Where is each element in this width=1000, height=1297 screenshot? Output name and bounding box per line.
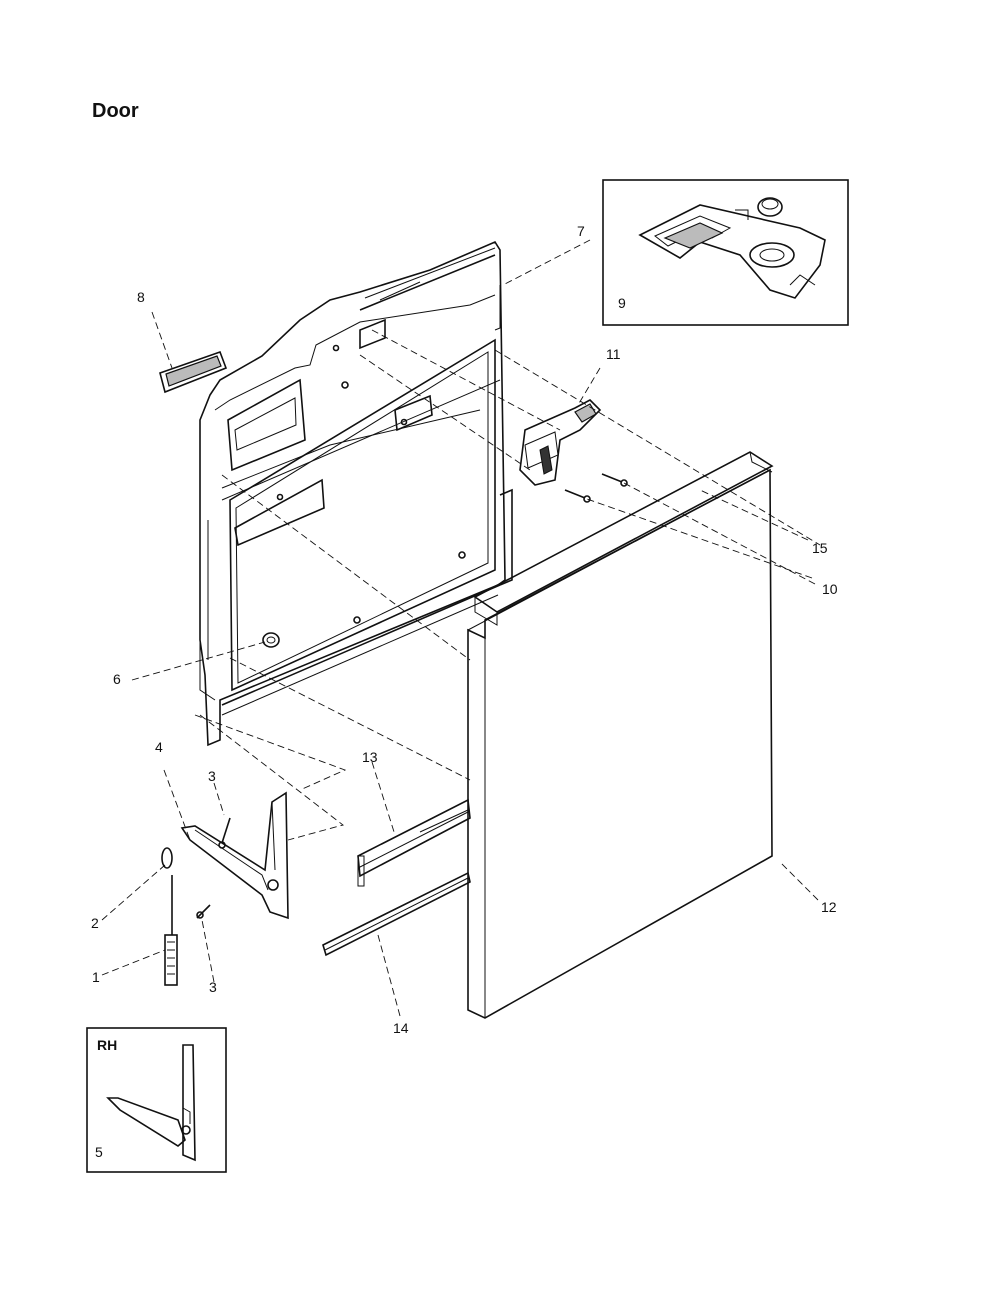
- callout-7: 7: [577, 223, 585, 239]
- leader-lines: [101, 239, 821, 1017]
- rh-hinge-part: [106, 1044, 196, 1162]
- callout-4: 4: [155, 739, 163, 755]
- dispenser-part: [638, 197, 826, 299]
- callout-5: 5: [95, 1144, 103, 1160]
- callout-14: 14: [393, 1020, 409, 1036]
- callout-11: 11: [606, 346, 621, 362]
- part-3-screws: [196, 817, 231, 919]
- inset-rh-label: RH: [97, 1037, 117, 1053]
- part-4-hinge: [180, 791, 289, 920]
- callout-13: 13: [362, 749, 378, 765]
- callout-1: 1: [92, 969, 100, 985]
- callout-9: 9: [618, 295, 626, 311]
- inset-rh-hinge-5: RH 5: [86, 1027, 227, 1173]
- part-13-trim: [357, 798, 471, 887]
- part-10-screws: [564, 473, 628, 503]
- callout-2: 2: [91, 915, 99, 931]
- callout-3-top: 3: [208, 768, 216, 784]
- part-1-spring: [164, 875, 178, 986]
- part-11-latch: [519, 399, 602, 486]
- part-8-vent: [159, 350, 228, 394]
- callout-12: 12: [821, 899, 837, 915]
- part-2-clip: [161, 847, 173, 869]
- callout-10: 10: [822, 581, 838, 597]
- callout-15: 15: [812, 540, 828, 556]
- diagram-title: Door: [92, 100, 139, 122]
- inset-dispenser-9: 9: [602, 179, 849, 326]
- callout-6: 6: [113, 671, 121, 687]
- inner-door-liner: [199, 240, 513, 747]
- part-14-bar: [322, 871, 471, 957]
- part-12-outer-door-panel: [467, 451, 774, 1019]
- callout-8: 8: [137, 289, 145, 305]
- callout-3-bottom: 3: [209, 979, 217, 995]
- part-6-nut: [262, 632, 280, 648]
